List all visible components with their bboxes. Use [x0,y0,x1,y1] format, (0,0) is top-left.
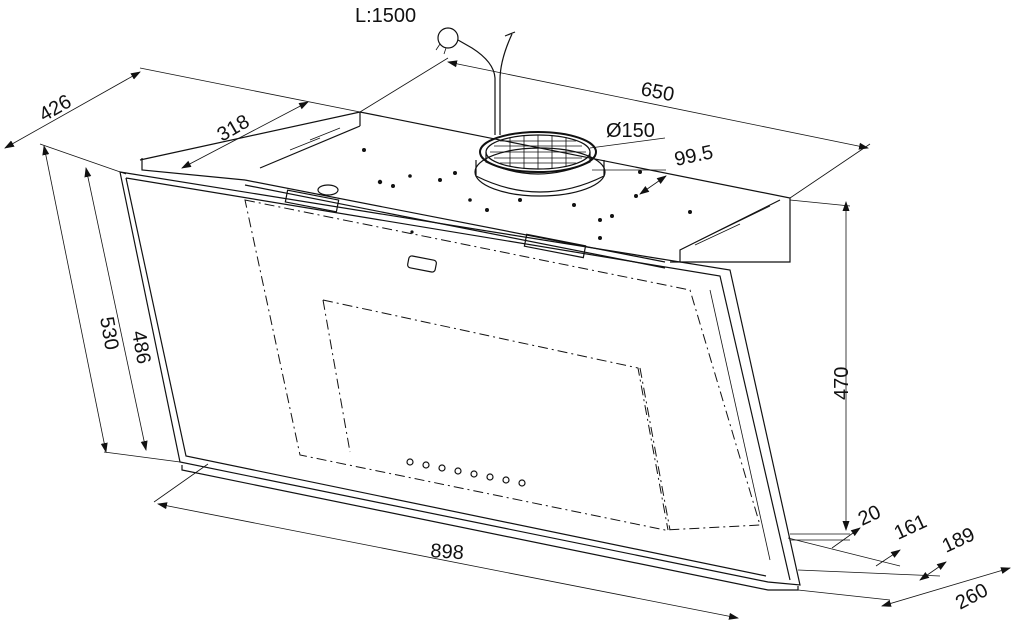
dim-189: 189 [939,523,979,557]
dim-diameter-150: Ø150 [606,120,655,142]
dim-470: 470 [831,367,853,400]
dim-161: 161 [891,510,931,544]
glass-panel [119,171,801,591]
dim-318: 318 [214,111,254,147]
dim-898: 898 [430,540,465,564]
dimension-lines [4,57,1011,620]
dim-260: 260 [952,579,992,614]
control-buttons [406,458,526,487]
power-cable [435,27,516,135]
dim-426: 426 [36,91,76,127]
cable-length-label: L:1500 [355,5,416,27]
dim-20: 20 [855,501,884,530]
dim-99-5: 99.5 [672,141,715,171]
dim-486: 486 [127,329,154,366]
mounting-holes [362,148,692,240]
hood-features [284,184,587,273]
exhaust-duct-collar [474,131,606,197]
dim-530: 530 [95,315,122,352]
